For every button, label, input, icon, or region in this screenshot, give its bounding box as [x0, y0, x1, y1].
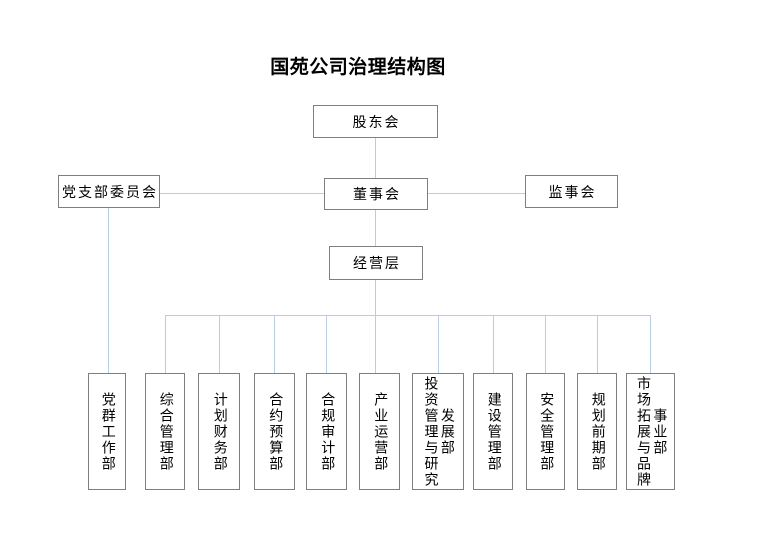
node-management-level-label: 经营层 — [353, 257, 401, 272]
dept-label-col2: 事业部 — [651, 407, 667, 456]
node-supervisory-board: 监事会 — [525, 175, 618, 208]
dept-box-planning-finance: 计划财务部 — [198, 373, 240, 490]
connector-party-to-board — [160, 193, 324, 194]
node-board-of-directors: 董事会 — [324, 178, 428, 210]
connector-shareholders-to-board — [375, 138, 376, 178]
dept-label: 党群工作部 — [99, 391, 115, 472]
connector-drop-dept5 — [326, 315, 327, 373]
dept-box-industry-operations: 产业运营部 — [359, 373, 400, 490]
dept-label: 产业运营部 — [372, 391, 388, 472]
dept-label: 合规审计部 — [319, 391, 335, 472]
dept-box-market-expansion-brand: 市场拓展与品牌 事业部 — [626, 373, 675, 490]
node-party-branch-committee: 党支部委员会 — [58, 175, 160, 208]
dept-label-col2: 发展部 — [438, 407, 454, 456]
connector-board-to-supervisory — [428, 193, 525, 194]
dept-box-investment-research-development: 投资管理与研究 发展部 — [412, 373, 464, 490]
node-shareholders-meeting: 股东会 — [313, 105, 438, 138]
node-party-branch-committee-label: 党支部委员会 — [62, 185, 158, 201]
dept-label: 规划前期部 — [589, 391, 605, 472]
node-management-level: 经营层 — [329, 246, 423, 280]
dept-box-construction-management: 建设管理部 — [473, 373, 513, 490]
dept-box-contract-budget: 合约预算部 — [254, 373, 295, 490]
connector-management-to-bus — [375, 280, 376, 373]
connector-drop-dept11 — [650, 315, 651, 373]
node-supervisory-board-label: 监事会 — [548, 185, 597, 201]
connector-distribution-bus — [165, 315, 650, 316]
node-board-of-directors-label: 董事会 — [353, 188, 401, 203]
connector-party-to-dept1 — [108, 208, 109, 373]
node-shareholders-meeting-label: 股东会 — [352, 115, 401, 131]
connector-drop-dept3 — [219, 315, 220, 373]
dept-label-col1: 市场拓展与品牌 — [635, 375, 650, 488]
dept-box-general-management: 综合管理部 — [145, 373, 185, 490]
connector-board-to-management — [375, 210, 376, 246]
connector-drop-dept4 — [274, 315, 275, 373]
dept-label: 计划财务部 — [211, 391, 227, 472]
connector-drop-dept2 — [165, 315, 166, 373]
dept-box-party-mass-work: 党群工作部 — [88, 373, 126, 490]
connector-drop-dept7 — [438, 315, 439, 373]
connector-drop-dept8 — [493, 315, 494, 373]
connector-drop-dept9 — [545, 315, 546, 373]
dept-label: 综合管理部 — [157, 391, 173, 472]
dept-box-compliance-audit: 合规审计部 — [306, 373, 347, 490]
dept-label: 安全管理部 — [538, 391, 554, 472]
dept-box-safety-management: 安全管理部 — [526, 373, 565, 490]
diagram-title: 国苑公司治理结构图 — [270, 57, 446, 78]
dept-label: 建设管理部 — [485, 391, 501, 472]
connector-drop-dept10 — [597, 315, 598, 373]
dept-label-col1: 投资管理与研究 — [422, 375, 438, 488]
dept-label: 合约预算部 — [267, 391, 283, 472]
dept-box-preliminary-planning: 规划前期部 — [577, 373, 617, 490]
